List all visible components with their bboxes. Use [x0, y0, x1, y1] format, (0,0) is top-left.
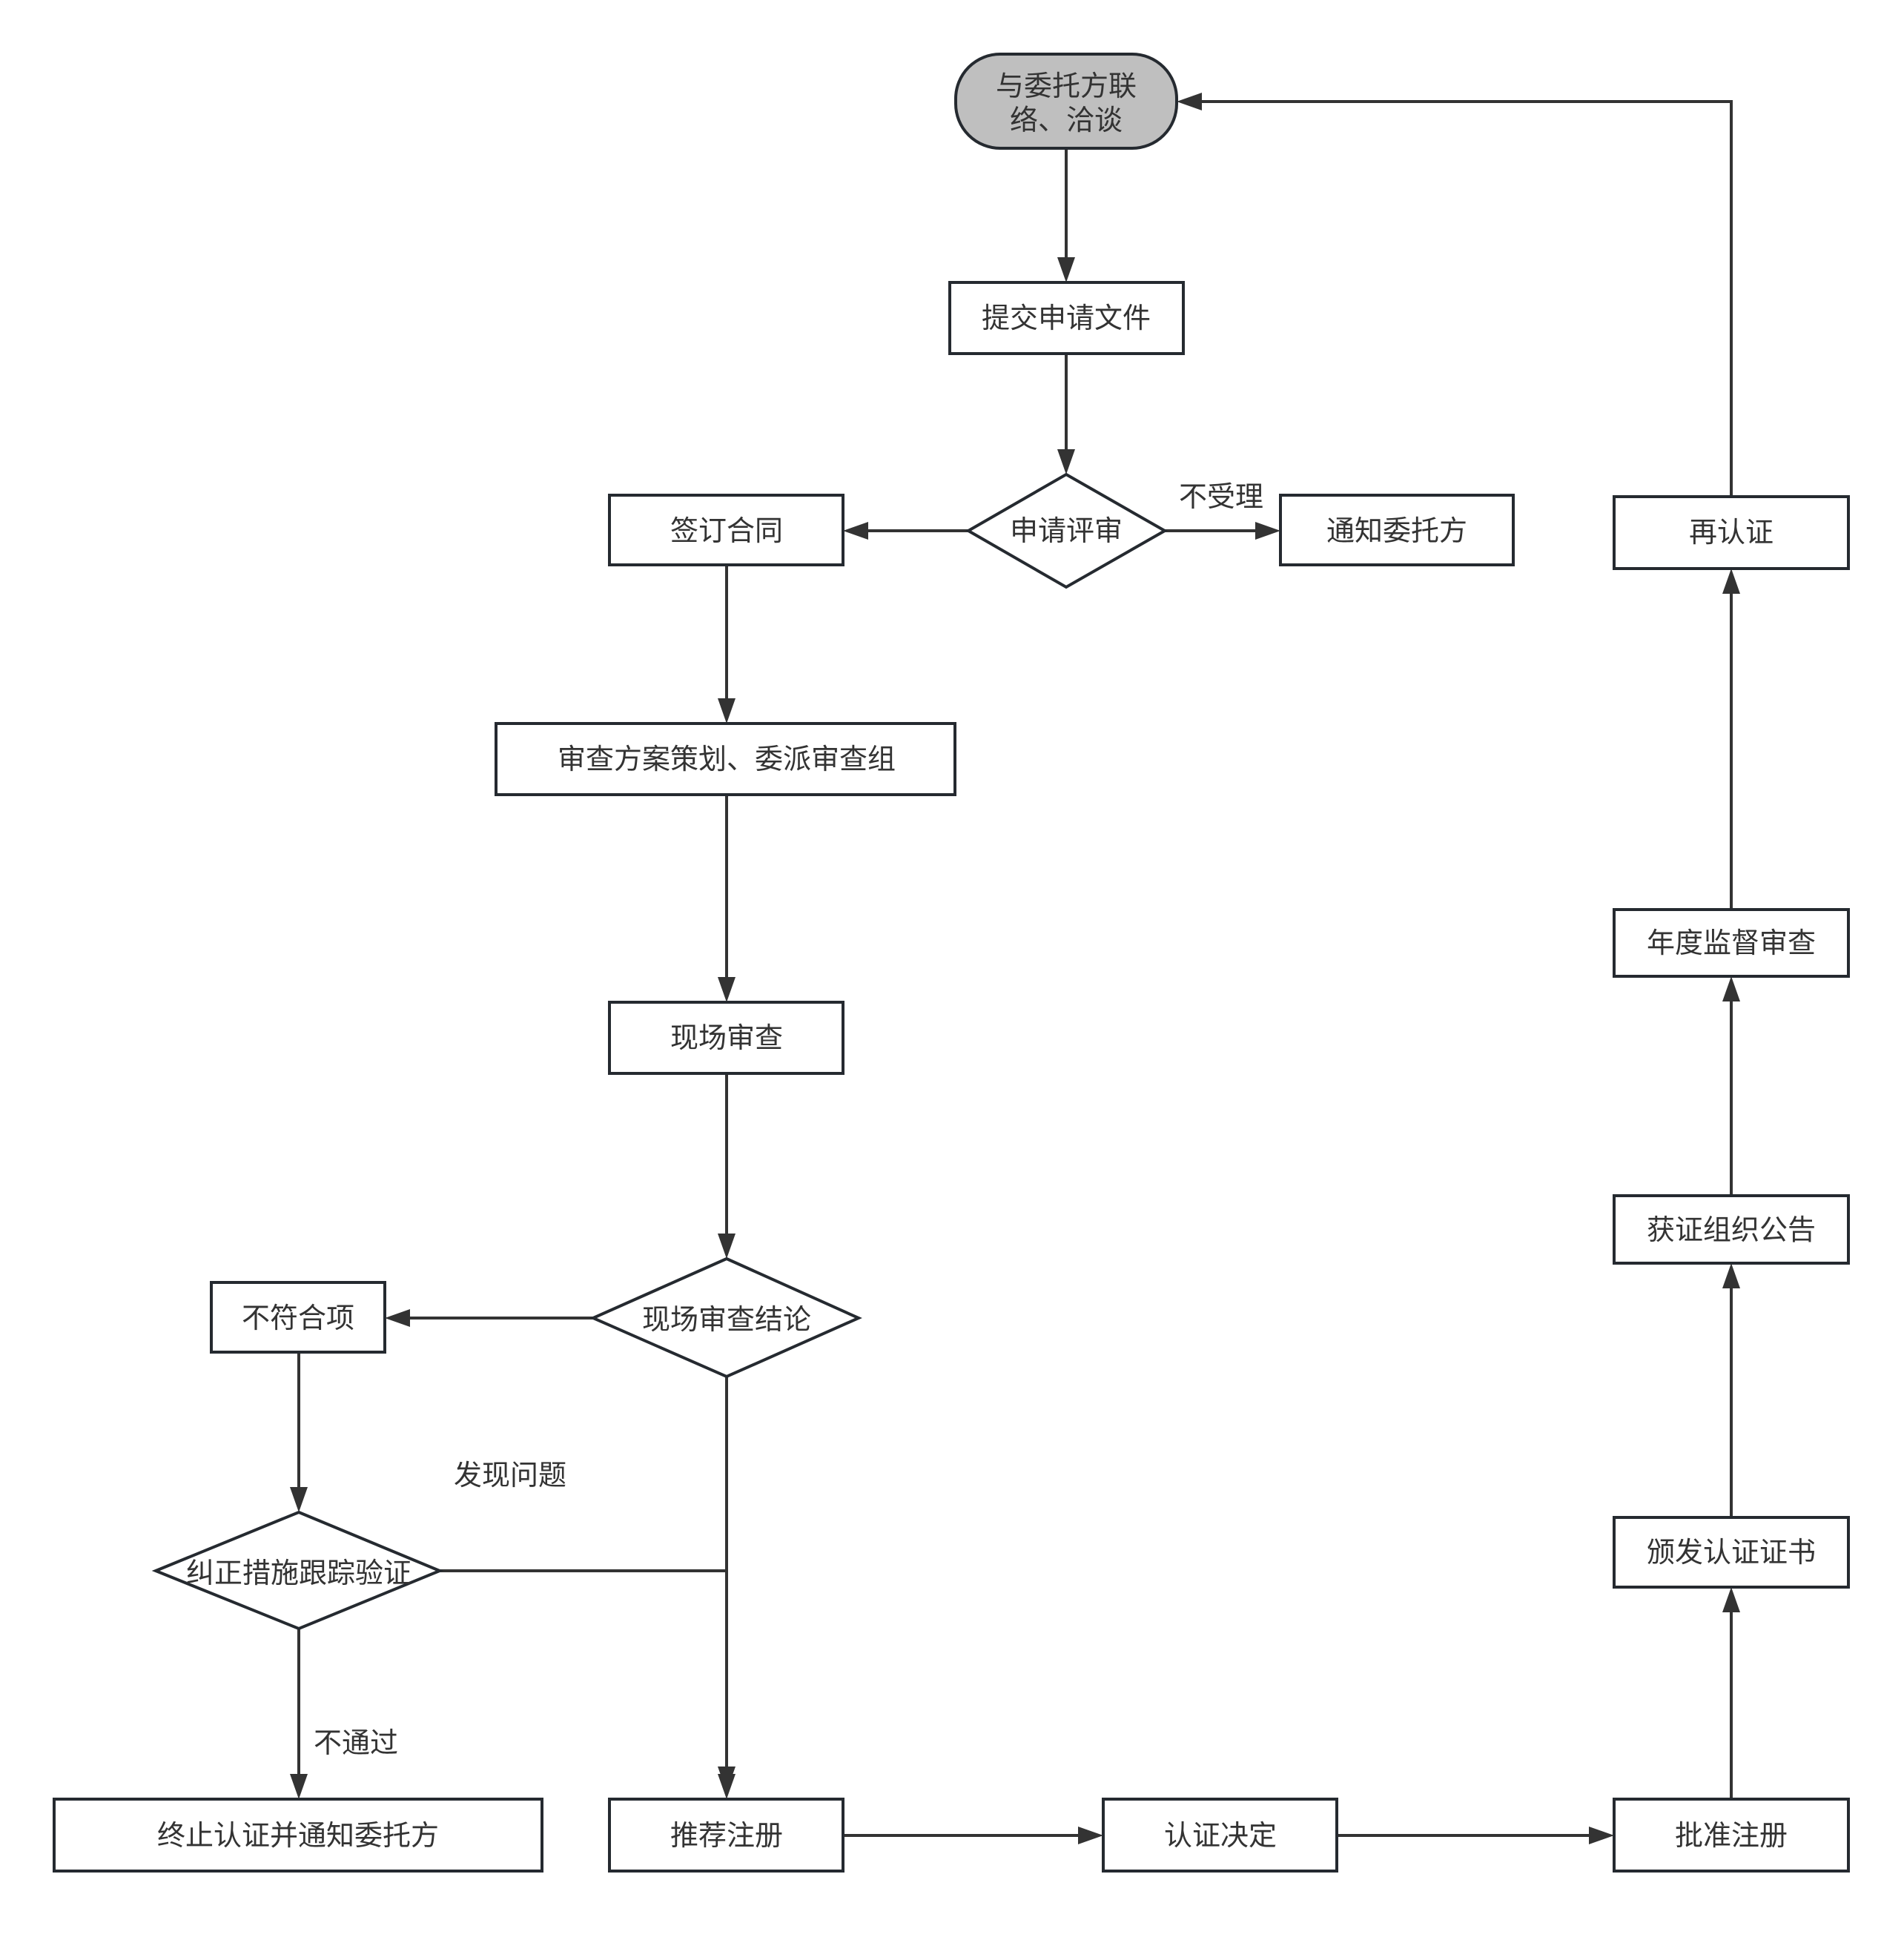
arrowhead-right-icon: [1255, 522, 1280, 540]
edge-labels: 不受理 发现问题 不通过: [314, 480, 1263, 1759]
arrowhead-right-icon: [1078, 1827, 1103, 1844]
node-nonconformity[interactable]: 不符合项: [210, 1281, 386, 1354]
node-terminate[interactable]: 终止认证并通知委托方: [53, 1798, 543, 1873]
node-annual-audit[interactable]: 年度监督审查: [1613, 908, 1850, 978]
arrowhead-down-icon: [1057, 449, 1075, 474]
node-notify-client-label: 通知委托方: [1326, 514, 1467, 547]
node-plan-audit-label: 审查方案策划、委派审查组: [558, 743, 896, 775]
nodes: 与委托方联 络、洽谈 提交申请文件 申请评审 签订合同 通知委托方 审查方案策划…: [53, 53, 1850, 1873]
node-sign-contract[interactable]: 签订合同: [608, 494, 844, 566]
node-start[interactable]: 与委托方联 络、洽谈: [954, 53, 1178, 150]
label-problem-found: 发现问题: [454, 1459, 566, 1491]
edge-recert-to-start: [1196, 100, 1733, 497]
node-corrective-verify[interactable]: 纠正措施跟踪验证: [151, 1510, 444, 1631]
node-start-line-1: 与委托方联: [996, 70, 1137, 102]
node-corrective-verify-label: 纠正措施跟踪验证: [186, 1557, 411, 1589]
arrowhead-up-icon: [1722, 569, 1740, 594]
arrowhead-up-icon: [1722, 1263, 1740, 1288]
arrowhead-left-icon: [385, 1309, 410, 1327]
node-recert-label: 再认证: [1689, 516, 1774, 549]
node-review-app-label: 申请评审: [1010, 514, 1123, 547]
arrowhead-up-icon: [1722, 976, 1740, 1001]
node-onsite-conclusion[interactable]: 现场审查结论: [589, 1256, 862, 1379]
node-sign-contract-label: 签订合同: [670, 514, 783, 547]
node-approve[interactable]: 批准注册: [1613, 1798, 1850, 1873]
terminator-shape: [954, 53, 1178, 150]
node-nonconformity-label: 不符合项: [242, 1302, 354, 1334]
node-plan-audit[interactable]: 审查方案策划、委派审查组: [495, 722, 956, 796]
label-not-accepted: 不受理: [1179, 480, 1263, 513]
node-notify-client[interactable]: 通知委托方: [1279, 494, 1515, 566]
node-recommend-label: 推荐注册: [670, 1819, 783, 1852]
node-issue-cert[interactable]: 颁发认证证书: [1613, 1516, 1850, 1589]
node-onsite-audit-label: 现场审查: [670, 1022, 783, 1054]
edges: [290, 93, 1740, 1844]
node-review-app[interactable]: 申请评审: [965, 472, 1168, 589]
node-recert[interactable]: 再认证: [1613, 495, 1850, 570]
node-decision[interactable]: 认证决定: [1102, 1798, 1338, 1873]
node-decision-label: 认证决定: [1164, 1819, 1277, 1852]
node-start-line-2: 络、洽谈: [1010, 104, 1123, 136]
node-announce-label: 获证组织公告: [1647, 1213, 1816, 1246]
arrowhead-down-icon: [718, 977, 736, 1002]
node-issue-cert-label: 颁发认证证书: [1647, 1536, 1816, 1569]
arrowhead-up-icon: [1722, 1587, 1740, 1612]
arrowhead-down-icon: [718, 1774, 736, 1799]
node-submit-label: 提交申请文件: [982, 302, 1151, 334]
arrowhead-down-icon: [290, 1487, 308, 1512]
node-onsite-conclusion-label: 现场审查结论: [642, 1303, 811, 1336]
arrowhead-down-icon: [1057, 257, 1075, 282]
node-annual-audit-label: 年度监督审查: [1647, 927, 1816, 959]
arrowhead-down-icon: [718, 1234, 736, 1259]
arrowhead-left-icon: [843, 522, 868, 540]
arrowhead-down-icon: [290, 1774, 308, 1799]
node-submit[interactable]: 提交申请文件: [948, 281, 1185, 355]
node-announce[interactable]: 获证组织公告: [1613, 1194, 1850, 1265]
node-approve-label: 批准注册: [1675, 1819, 1788, 1852]
node-onsite-audit[interactable]: 现场审查: [608, 1001, 844, 1075]
node-terminate-label: 终止认证并通知委托方: [157, 1819, 439, 1852]
node-recommend[interactable]: 推荐注册: [608, 1798, 844, 1873]
label-failed: 不通过: [314, 1726, 398, 1759]
arrowhead-left-icon: [1177, 93, 1202, 110]
arrowhead-right-icon: [1589, 1827, 1614, 1844]
arrowhead-down-icon: [718, 698, 736, 724]
